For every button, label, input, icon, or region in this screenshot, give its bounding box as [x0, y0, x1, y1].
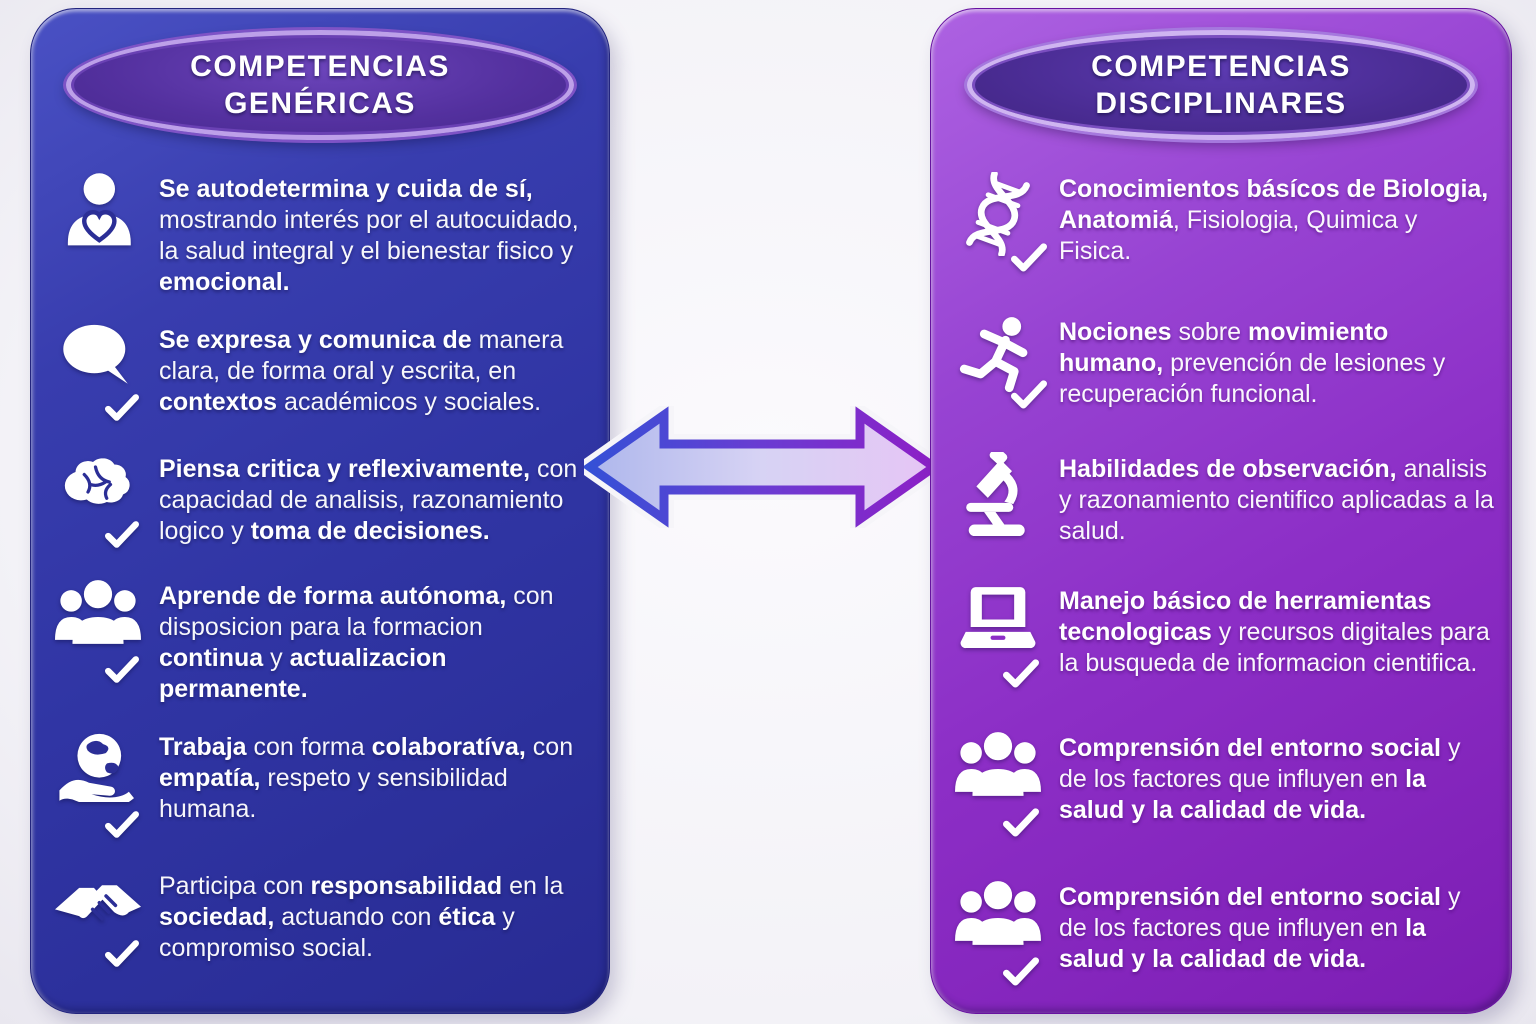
item-text: Comprensión del entorno social y de los …	[1059, 883, 1461, 973]
panel-title-line: DISCIPLINARES	[1095, 87, 1347, 120]
panel-title-line: GENÉRICAS	[224, 87, 416, 120]
list-item: Habilidades de observación, analisis y r…	[947, 447, 1495, 547]
list-item: Conocimientos básícos de Biologia, Anato…	[947, 170, 1495, 278]
laptop-icon	[957, 584, 1039, 655]
check-icon	[1011, 243, 1047, 278]
bidirectional-arrow	[572, 395, 952, 539]
generic-panel-header: COMPETENCIAS GENÉRICAS	[66, 30, 574, 140]
handshake-icon	[55, 869, 141, 936]
runner-icon	[958, 315, 1038, 398]
item-text: Aprende de forma autónoma, con disposici…	[159, 582, 554, 703]
item-text: Manejo básico de herramientas tecnologic…	[1059, 587, 1490, 677]
item-text: Nociones sobre movimiento humano, preven…	[1059, 318, 1446, 408]
list-item: Se expresa y comunica de manera clara, d…	[47, 323, 593, 427]
check-icon	[105, 811, 139, 844]
hand-globe-icon	[56, 730, 140, 809]
item-text: Participa con responsabilidad en la soci…	[159, 872, 564, 962]
check-icon	[105, 940, 139, 973]
list-item: Comprensión del entorno social y de los …	[947, 731, 1495, 843]
list-item: Manejo básico de herramientas tecnologic…	[947, 584, 1495, 694]
item-text: Se autodetermina y cuida de sí, mostrand…	[159, 175, 579, 296]
disciplinary-competencies-panel: COMPETENCIAS DISCIPLINARES	[930, 8, 1512, 1014]
item-text: Se expresa y comunica de manera clara, d…	[159, 326, 564, 416]
dna-icon	[959, 170, 1037, 261]
brain-icon	[58, 452, 138, 517]
check-icon	[1003, 957, 1039, 992]
item-text: Comprensión del entorno social y de los …	[1059, 734, 1461, 824]
microscope-icon	[959, 447, 1037, 541]
panel-title-line: COMPETENCIAS	[1091, 50, 1351, 83]
item-text: Conocimientos básícos de Biologia, Anato…	[1059, 175, 1489, 265]
check-icon	[105, 521, 139, 554]
list-item: Aprende de forma autónoma, con disposici…	[47, 579, 593, 705]
list-item: Participa con responsabilidad en la soci…	[47, 869, 593, 973]
people-group-icon	[955, 731, 1041, 804]
people-group-icon	[55, 579, 141, 652]
list-item: Nociones sobre movimiento humano, preven…	[947, 315, 1495, 415]
check-icon	[1003, 659, 1039, 694]
check-icon	[1011, 380, 1047, 415]
list-item: Se autodetermina y cuida de sí, mostrand…	[47, 172, 593, 298]
check-icon	[105, 394, 139, 427]
generic-competencies-panel: COMPETENCIAS GENÉRICAS Se autodetermina …	[30, 8, 610, 1014]
item-text: Habilidades de observación, analisis y r…	[1059, 455, 1494, 545]
disciplinary-items-list: Conocimientos básícos de Biologia, Anato…	[931, 140, 1511, 992]
people-group-icon	[955, 880, 1041, 953]
list-item: Comprensión del entorno social y de los …	[947, 880, 1495, 992]
panel-title-line: COMPETENCIAS	[190, 50, 450, 83]
check-icon	[1003, 808, 1039, 843]
disciplinary-panel-header: COMPETENCIAS DISCIPLINARES	[967, 30, 1475, 140]
speech-bubble-icon	[60, 323, 136, 390]
person-heart-icon	[56, 172, 140, 253]
item-text: Piensa critica y reflexivamente, con cap…	[159, 455, 578, 545]
list-item: Trabaja con forma colaboratíva, con empa…	[47, 730, 593, 844]
item-text: Trabaja con forma colaboratíva, con empa…	[159, 733, 574, 823]
list-item: Piensa critica y reflexivamente, con cap…	[47, 452, 593, 554]
check-icon	[105, 656, 139, 689]
generic-items-list: Se autodetermina y cuida de sí, mostrand…	[31, 140, 609, 973]
